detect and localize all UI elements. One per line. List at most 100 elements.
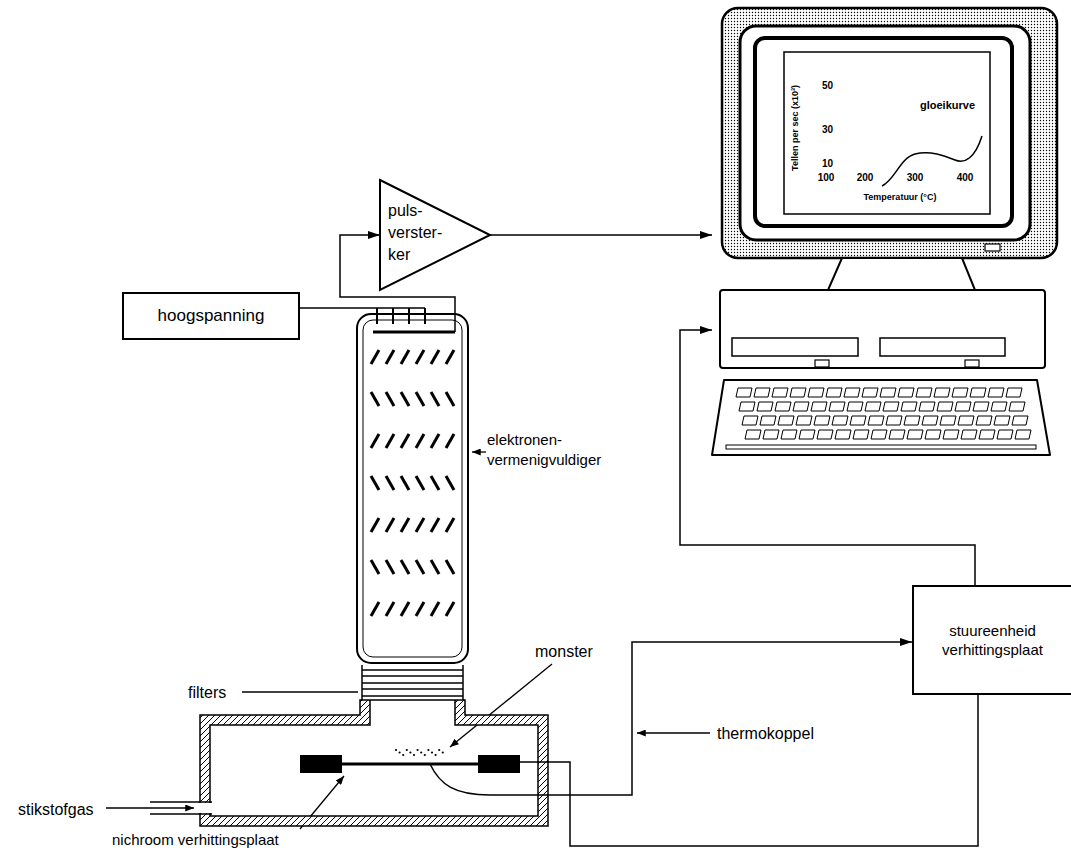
computer-drawing	[907, 430, 923, 439]
computer-drawing	[745, 430, 761, 439]
node-text: puls- verster- ker	[388, 200, 456, 266]
pulse-amplifier-drawing	[380, 180, 490, 290]
computer-drawing	[916, 388, 932, 397]
computer-drawing	[862, 388, 878, 397]
computer-drawing	[778, 416, 794, 425]
computer-drawing	[934, 388, 950, 397]
computer-drawing	[1015, 430, 1031, 439]
electron-multiplier-drawing	[431, 560, 439, 574]
power-supply-box: hoogspanning	[122, 292, 300, 340]
electron-multiplier-drawing	[424, 308, 426, 324]
computer-drawing	[853, 430, 869, 439]
computer-drawing	[979, 430, 995, 439]
leader-line	[106, 807, 194, 808]
computer-drawing	[784, 52, 990, 214]
electron-multiplier-drawing	[416, 392, 424, 406]
computer-drawing	[781, 430, 797, 439]
sample-chamber: monster	[200, 700, 548, 826]
electron-multiplier: elektronen- vermenigvuldiger	[355, 302, 470, 665]
electron-multiplier-drawing	[357, 314, 468, 663]
computer-drawing	[943, 430, 959, 439]
electron-multiplier-drawing	[446, 602, 454, 616]
axis-tick: 50	[822, 80, 833, 92]
sample-chamber-drawing	[200, 700, 548, 826]
computer-drawing	[796, 416, 812, 425]
electron-multiplier-drawing	[386, 602, 394, 616]
electron-multiplier-drawing	[386, 350, 394, 364]
computer-drawing	[994, 416, 1010, 425]
sample-chamber-drawing	[342, 763, 478, 766]
sample-chamber-drawing	[478, 755, 520, 773]
computer-drawing	[865, 402, 881, 411]
electron-multiplier-drawing	[431, 476, 439, 490]
computer-drawing	[736, 388, 1031, 439]
sample-chamber-drawing	[520, 761, 548, 763]
computer-drawing	[1006, 388, 1022, 397]
axis-tick: 10	[822, 158, 833, 170]
computer-drawing	[883, 402, 899, 411]
electron-multiplier-drawing	[446, 518, 454, 532]
computer-drawing	[988, 388, 1004, 397]
computer-drawing	[868, 416, 884, 425]
electron-multiplier-drawing	[371, 602, 379, 616]
computer-drawing	[775, 402, 791, 411]
electron-multiplier-drawing	[416, 350, 424, 364]
computer: gloeikurveTellen per sec (x10³)Temperatu…	[712, 8, 1057, 455]
axis-tick: 200	[857, 172, 874, 184]
sample-chamber-drawing	[395, 749, 444, 756]
electron-multiplier-drawing	[431, 434, 439, 448]
electron-multiplier-drawing	[454, 302, 456, 332]
sample-chamber-drawing	[424, 754, 426, 756]
electron-multiplier-drawing	[392, 308, 394, 324]
electron-multiplier-drawing	[386, 476, 394, 490]
computer-drawing	[740, 26, 1030, 240]
computer-drawing	[817, 430, 833, 439]
sample-chamber-drawing	[200, 700, 548, 826]
computer-drawing	[871, 430, 887, 439]
computer-drawing	[973, 402, 989, 411]
computer-drawing	[961, 430, 977, 439]
part-label: filters	[188, 683, 226, 702]
sample-chamber-drawing	[199, 803, 212, 813]
electron-multiplier-drawing	[355, 302, 470, 665]
computer-drawing	[1009, 402, 1025, 411]
computer-drawing	[882, 136, 982, 186]
electron-multiplier-drawing	[401, 560, 409, 574]
computer-drawing	[919, 402, 935, 411]
filter-stack	[362, 665, 463, 700]
electron-multiplier-drawing	[363, 320, 462, 657]
computer-drawing	[720, 290, 1045, 368]
computer-drawing	[828, 258, 975, 290]
computer-drawing	[712, 380, 1050, 455]
filter-stack	[362, 695, 463, 697]
computer-drawing	[832, 416, 848, 425]
electron-multiplier-drawing	[355, 307, 425, 309]
electron-multiplier-drawing	[416, 602, 424, 616]
connector	[300, 307, 355, 309]
node-text: elektronen- vermenigvuldiger	[487, 430, 627, 469]
computer-drawing	[808, 388, 824, 397]
electron-multiplier-drawing	[386, 392, 394, 406]
leader-line	[242, 691, 358, 692]
electron-multiplier-drawing	[376, 308, 378, 324]
computer-drawing	[763, 430, 779, 439]
electron-multiplier-drawing	[401, 602, 409, 616]
electron-multiplier-drawing	[431, 518, 439, 532]
computer-drawing	[755, 38, 1012, 226]
sample-chamber-drawing	[300, 755, 342, 773]
node-text: stuureenheid verhittingsplaat	[920, 621, 1065, 660]
node-text: Tellen per sec (x10³)	[790, 85, 802, 171]
electron-multiplier-drawing	[408, 314, 410, 324]
computer-drawing	[815, 360, 829, 367]
part-label: nichroom verhittingsplaat	[112, 831, 279, 849]
sample-chamber-drawing	[442, 751, 444, 753]
computer-drawing	[739, 402, 755, 411]
computer-drawing	[937, 402, 953, 411]
part-label: stikstofgas	[18, 800, 94, 819]
computer-drawing	[850, 416, 866, 425]
sample-chamber-drawing	[150, 801, 212, 803]
electron-multiplier-drawing	[392, 314, 394, 324]
electron-multiplier-drawing	[416, 518, 424, 532]
electron-multiplier-drawing	[373, 331, 455, 334]
electron-multiplier-drawing	[401, 518, 409, 532]
